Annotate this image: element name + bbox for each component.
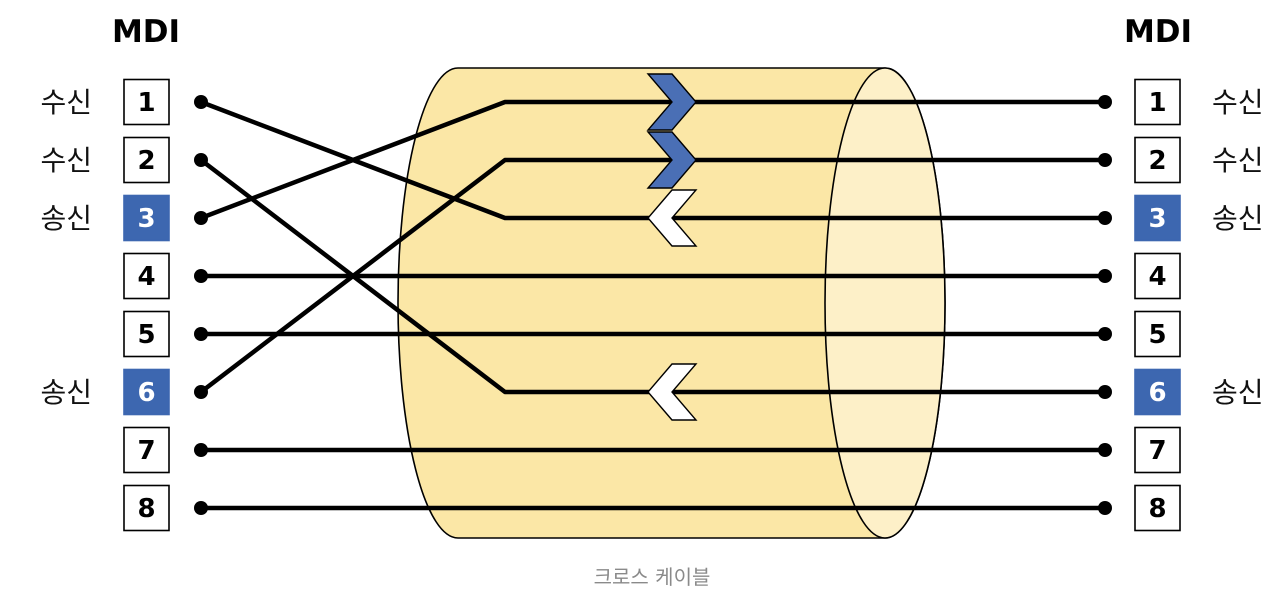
right-pin-signal-label: 수신 bbox=[1212, 86, 1264, 119]
left-pin-dot-3 bbox=[194, 211, 208, 225]
cable-end bbox=[824, 67, 946, 539]
right-pin-dot-8 bbox=[1098, 501, 1112, 515]
right-pin-number: 7 bbox=[1148, 436, 1166, 466]
arrow-left-icon bbox=[647, 189, 698, 247]
left-pin-signal-label: 수신 bbox=[40, 86, 92, 119]
left-pin-number: 6 bbox=[137, 378, 155, 408]
right-pin-number: 8 bbox=[1148, 494, 1166, 524]
left-pin-box-3 bbox=[123, 194, 170, 242]
right-pin-number: 5 bbox=[1148, 320, 1166, 350]
right-pin-column: 1 수신 2 수신 3 송신 4 5 6 송신 7 8 bbox=[1098, 78, 1264, 532]
wire-2-to-6 bbox=[199, 158, 1105, 395]
left-pin-number: 8 bbox=[137, 494, 155, 524]
caption: 크로스 케이블 bbox=[594, 565, 711, 589]
left-pin-signal-label: 수신 bbox=[40, 144, 92, 177]
left-pin-number: 4 bbox=[137, 262, 155, 292]
right-pin-number: 3 bbox=[1148, 204, 1166, 234]
right-pin-signal-label: 송신 bbox=[1212, 202, 1264, 235]
left-pin-dot-5 bbox=[194, 327, 208, 341]
right-pin-box-4 bbox=[1134, 252, 1181, 300]
arrow-right-icon bbox=[646, 131, 697, 189]
cable bbox=[397, 67, 946, 539]
left-pin-number: 1 bbox=[137, 88, 155, 118]
right-pin-signal-label: 송신 bbox=[1212, 376, 1264, 409]
right-pin-dot-4 bbox=[1098, 269, 1112, 283]
left-pin-box-8 bbox=[123, 484, 170, 532]
left-pin-dot-7 bbox=[194, 443, 208, 457]
right-pin-dot-3 bbox=[1098, 211, 1112, 225]
left-pin-number: 2 bbox=[137, 146, 155, 176]
arrow-right-icon bbox=[646, 73, 697, 131]
right-pin-box-2 bbox=[1134, 136, 1181, 184]
right-pin-box-7 bbox=[1134, 426, 1181, 474]
right-pin-number: 4 bbox=[1148, 262, 1166, 292]
right-pin-number: 2 bbox=[1148, 146, 1166, 176]
left-title: MDI bbox=[112, 14, 180, 50]
left-pin-box-2 bbox=[123, 136, 170, 184]
left-pin-dot-4 bbox=[194, 269, 208, 283]
left-pin-box-7 bbox=[123, 426, 170, 474]
left-pin-dot-2 bbox=[194, 153, 208, 167]
right-pin-dot-6 bbox=[1098, 385, 1112, 399]
right-pin-dot-1 bbox=[1098, 95, 1112, 109]
left-pin-number: 7 bbox=[137, 436, 155, 466]
right-pin-box-8 bbox=[1134, 484, 1181, 532]
left-pin-dot-6 bbox=[194, 385, 208, 399]
left-pin-dot-8 bbox=[194, 501, 208, 515]
right-title: MDI bbox=[1124, 14, 1192, 50]
wires bbox=[199, 99, 1105, 511]
right-pin-box-1 bbox=[1134, 78, 1181, 126]
left-pin-dot-1 bbox=[194, 95, 208, 109]
wire-1-to-3 bbox=[200, 99, 1105, 221]
right-pin-box-6 bbox=[1134, 368, 1181, 416]
left-pin-number: 3 bbox=[137, 204, 155, 234]
direction-arrows bbox=[646, 73, 698, 421]
arrow-left-icon bbox=[647, 363, 698, 421]
left-pin-signal-label: 송신 bbox=[40, 202, 92, 235]
left-pin-number: 5 bbox=[137, 320, 155, 350]
left-pin-box-6 bbox=[123, 368, 170, 416]
right-pin-signal-label: 수신 bbox=[1212, 144, 1264, 177]
right-pin-box-3 bbox=[1134, 194, 1181, 242]
left-pin-box-5 bbox=[123, 310, 170, 358]
left-pin-signal-label: 송신 bbox=[40, 376, 92, 409]
right-pin-dot-5 bbox=[1098, 327, 1112, 341]
right-pin-dot-2 bbox=[1098, 153, 1112, 167]
right-pin-number: 6 bbox=[1148, 378, 1166, 408]
left-pin-column: 1 수신 2 수신 3 송신 4 5 6 송신 7 8 bbox=[40, 78, 208, 532]
right-pin-number: 1 bbox=[1148, 88, 1166, 118]
wire-6-to-2 bbox=[199, 157, 1105, 394]
right-pin-box-5 bbox=[1134, 310, 1181, 358]
left-pin-box-4 bbox=[123, 252, 170, 300]
right-pin-dot-7 bbox=[1098, 443, 1112, 457]
left-pin-box-1 bbox=[123, 78, 170, 126]
wire-3-to-1 bbox=[200, 99, 1105, 221]
